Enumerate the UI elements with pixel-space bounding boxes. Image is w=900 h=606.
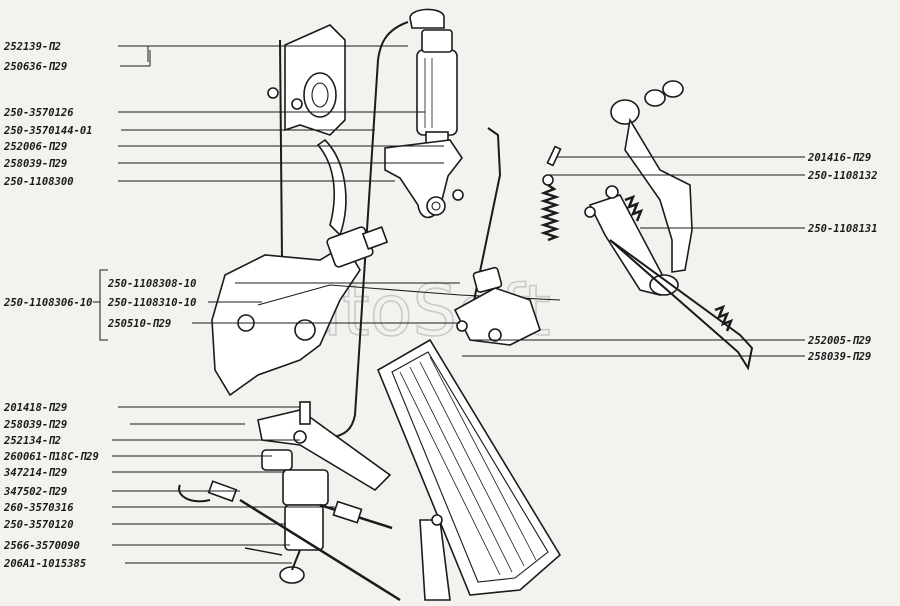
label-l20: 2566-3570090 (3, 540, 80, 552)
label-l16: 347214-П29 (3, 467, 67, 479)
label-l03: 250-3570126 (3, 107, 74, 119)
label-r02: 250-1108132 (807, 170, 878, 182)
label-l09: 250-1108306-10 (3, 297, 93, 309)
label-l13: 258039-П29 (3, 419, 67, 431)
label-l18: 260-3570316 (3, 502, 74, 514)
parts-illustration (178, 8, 754, 602)
label-l12: 201418-П29 (3, 402, 67, 414)
label-l19: 250-3570120 (3, 519, 74, 531)
label-l07: 250-1108300 (3, 176, 74, 188)
label-l06: 258039-П29 (3, 158, 67, 170)
leader-lines (93, 45, 805, 564)
label-l04: 250-3570144-01 (3, 125, 93, 137)
label-l08: 250-1108308-10 (107, 278, 197, 290)
cylinder-body (416, 49, 458, 136)
part-number-labels: 252139-П2 250636-П29 250-3570126 250-357… (3, 41, 878, 570)
label-l02: 250636-П29 (3, 61, 67, 73)
label-l01: 252139-П2 (3, 41, 61, 53)
label-r03: 250-1108131 (807, 223, 878, 235)
label-l21: 206А1-1015385 (3, 558, 86, 570)
label-r05: 258039-П29 (807, 351, 871, 363)
label-l17: 347502-П29 (3, 486, 67, 498)
label-l10: 250-1108310-10 (107, 297, 197, 309)
label-l11: 250510-П29 (107, 318, 171, 330)
accelerator-pedal (376, 338, 562, 596)
label-l15: 260061-П18С-П29 (3, 451, 99, 463)
label-r01: 201416-П29 (807, 152, 871, 164)
label-r04: 252005-П29 (807, 335, 871, 347)
label-l05: 252006-П29 (3, 141, 67, 153)
label-l14: 252134-П2 (3, 435, 61, 447)
